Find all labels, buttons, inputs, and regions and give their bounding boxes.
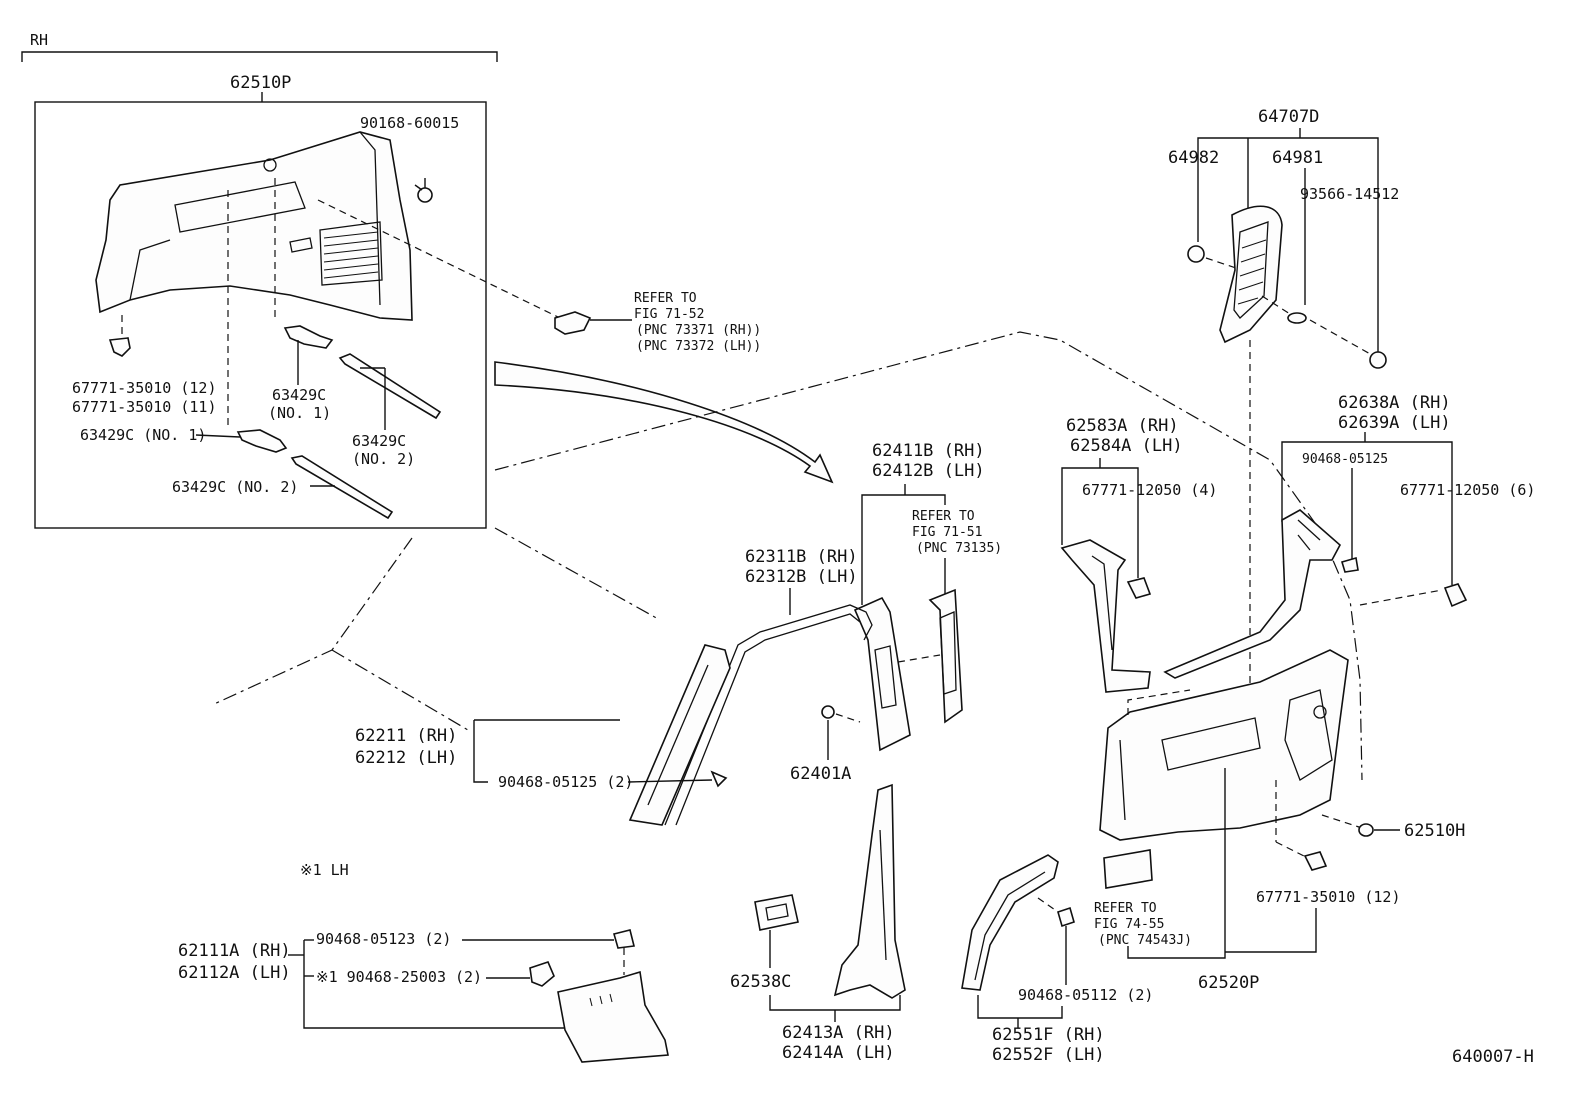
label-67771-35010-12: 67771-35010 (12) bbox=[72, 379, 217, 397]
ref-fig-74-55-l2: FIG 74-55 bbox=[1094, 917, 1164, 932]
screw-93566-icon bbox=[1369, 351, 1387, 369]
label-62538c: 62538C bbox=[730, 972, 791, 992]
label-62111a: 62111A (RH) bbox=[178, 941, 291, 961]
quarter-trim-panel bbox=[95, 131, 413, 321]
clip-64982-icon bbox=[1187, 245, 1205, 263]
seatbelt-anchor-cover-icon bbox=[928, 588, 963, 724]
ref-fig-74-55-l1: REFER TO bbox=[1094, 901, 1157, 916]
label-93566-14512: 93566-14512 bbox=[1300, 185, 1399, 203]
note-lh: ※1 LH bbox=[300, 861, 349, 879]
clip-90468-05112-icon bbox=[1057, 906, 1075, 928]
label-90468-25003: ※1 90468-25003 (2) bbox=[316, 968, 482, 986]
label-62311b: 62311B (RH) bbox=[745, 547, 858, 567]
location-arrow-icon bbox=[494, 361, 834, 484]
label-64981: 64981 bbox=[1272, 148, 1323, 168]
label-62551f: 62551F (RH) bbox=[992, 1025, 1105, 1045]
clip-90468-05125-icon bbox=[1341, 556, 1359, 573]
center-pillar-lower-62413a bbox=[833, 783, 906, 999]
label-62312b: 62312B (LH) bbox=[745, 567, 858, 587]
ref-fig-71-51-l1: REFER TO bbox=[912, 509, 975, 524]
back-door-trim-62638a bbox=[1163, 509, 1342, 679]
label-62583a: 62583A (RH) bbox=[1066, 416, 1179, 436]
label-62413a: 62413A (RH) bbox=[782, 1023, 895, 1043]
ref-fig-71-51-l3: (PNC 73135) bbox=[916, 541, 1002, 556]
clip-67771-35010-12-icon bbox=[1303, 851, 1328, 871]
label-67771-12050-4: 67771-12050 (4) bbox=[1082, 481, 1217, 499]
strap-63429c-no2-lower-icon bbox=[290, 455, 394, 520]
drawing-id: 640007-H bbox=[1452, 1047, 1534, 1067]
label-62584a: 62584A (LH) bbox=[1070, 436, 1183, 456]
ref-fig-71-52-l4: (PNC 73372 (LH)) bbox=[636, 339, 761, 354]
ref-fig-71-52-l2: FIG 71-52 bbox=[634, 307, 704, 322]
label-64707d: 64707D bbox=[1258, 107, 1319, 127]
label-62412b: 62412B (LH) bbox=[872, 461, 985, 481]
front-pillar-trim-62211 bbox=[628, 644, 731, 826]
screw-90168-icon bbox=[414, 184, 433, 203]
label-63429c-no1-left: 63429C (NO. 1) bbox=[80, 426, 206, 444]
label-62520p: 62520P bbox=[1198, 973, 1259, 993]
label-64982: 64982 bbox=[1168, 148, 1219, 168]
cowl-side-trim-62111a bbox=[557, 970, 669, 1063]
ref-fig-71-52-l1: REFER TO bbox=[634, 291, 697, 306]
inset-frame bbox=[34, 101, 487, 529]
label-90468-05125-2: 90468-05125 (2) bbox=[498, 773, 633, 791]
label-62411b: 62411B (RH) bbox=[872, 441, 985, 461]
label-62401a: 62401A bbox=[790, 764, 851, 784]
clip-67771-icon bbox=[108, 337, 131, 357]
lamp-73371-icon bbox=[554, 311, 592, 335]
label-63429c-no1: 63429C bbox=[272, 386, 326, 404]
pillar-trim-62583a bbox=[1060, 539, 1151, 693]
clip-90468-05125-2-icon bbox=[710, 770, 728, 788]
label-62414a: 62414A (LH) bbox=[782, 1043, 895, 1063]
center-pillar-upper-62411b bbox=[853, 596, 911, 752]
label-67771-12050-6: 67771-12050 (6) bbox=[1400, 481, 1535, 499]
ref-fig-71-52-l3: (PNC 73371 (RH)) bbox=[636, 323, 761, 338]
clip-90468-05123-icon bbox=[613, 929, 635, 949]
label-67771-35010-11: 67771-35010 (11) bbox=[72, 398, 217, 416]
clip-90468-25003-icon bbox=[529, 961, 555, 987]
clip-67771-12050-6-icon bbox=[1443, 583, 1468, 608]
label-62510h: 62510H bbox=[1404, 821, 1465, 841]
vent-grille-64707d bbox=[1219, 205, 1283, 344]
ref-fig-74-55-l3: (PNC 74543J) bbox=[1098, 933, 1192, 948]
label-62552f: 62552F (LH) bbox=[992, 1045, 1105, 1065]
label-62211: 62211 (RH) bbox=[355, 726, 457, 746]
hook-63429c-no1-lower-icon bbox=[236, 429, 288, 453]
label-63429c-no2-sub: (NO. 2) bbox=[352, 450, 415, 468]
label-63429c-no1-sub: (NO. 1) bbox=[268, 404, 331, 422]
side-label: RH bbox=[30, 31, 48, 49]
wheel-house-trim-62551f bbox=[961, 854, 1059, 991]
roof-side-weatherstrip-62311b bbox=[664, 604, 873, 826]
label-90168-60015: 90168-60015 bbox=[360, 114, 459, 132]
label-62212: 62212 (LH) bbox=[355, 748, 457, 768]
clip-62538c-icon bbox=[754, 894, 799, 931]
nut-64981-icon bbox=[1287, 312, 1307, 324]
group-label-62510p: 62510P bbox=[230, 73, 291, 93]
hook-63429c-no1-upper-icon bbox=[283, 325, 334, 349]
label-62112a: 62112A (LH) bbox=[178, 963, 291, 983]
clip-62510h-icon bbox=[1358, 823, 1374, 837]
clip-67771-12050-4-icon bbox=[1126, 577, 1152, 599]
ref-fig-71-51-l2: FIG 71-51 bbox=[912, 525, 982, 540]
strap-63429c-no2-upper-icon bbox=[338, 353, 442, 420]
label-90468-05123: 90468-05123 (2) bbox=[316, 930, 451, 948]
rear-quarter-trim-62520p bbox=[1099, 649, 1349, 841]
label-63429c-no2-left: 63429C (NO. 2) bbox=[172, 478, 298, 496]
clip-62401a-icon bbox=[821, 705, 835, 719]
label-63429c-no2: 63429C bbox=[352, 432, 406, 450]
lamp-74543j-icon bbox=[1103, 849, 1153, 889]
label-62639a: 62639A (LH) bbox=[1338, 413, 1451, 433]
label-90468-05125: 90468-05125 bbox=[1302, 452, 1388, 467]
label-67771-35010-12-right: 67771-35010 (12) bbox=[1256, 888, 1401, 906]
label-90468-05112: 90468-05112 (2) bbox=[1018, 986, 1153, 1004]
label-62638a: 62638A (RH) bbox=[1338, 393, 1451, 413]
